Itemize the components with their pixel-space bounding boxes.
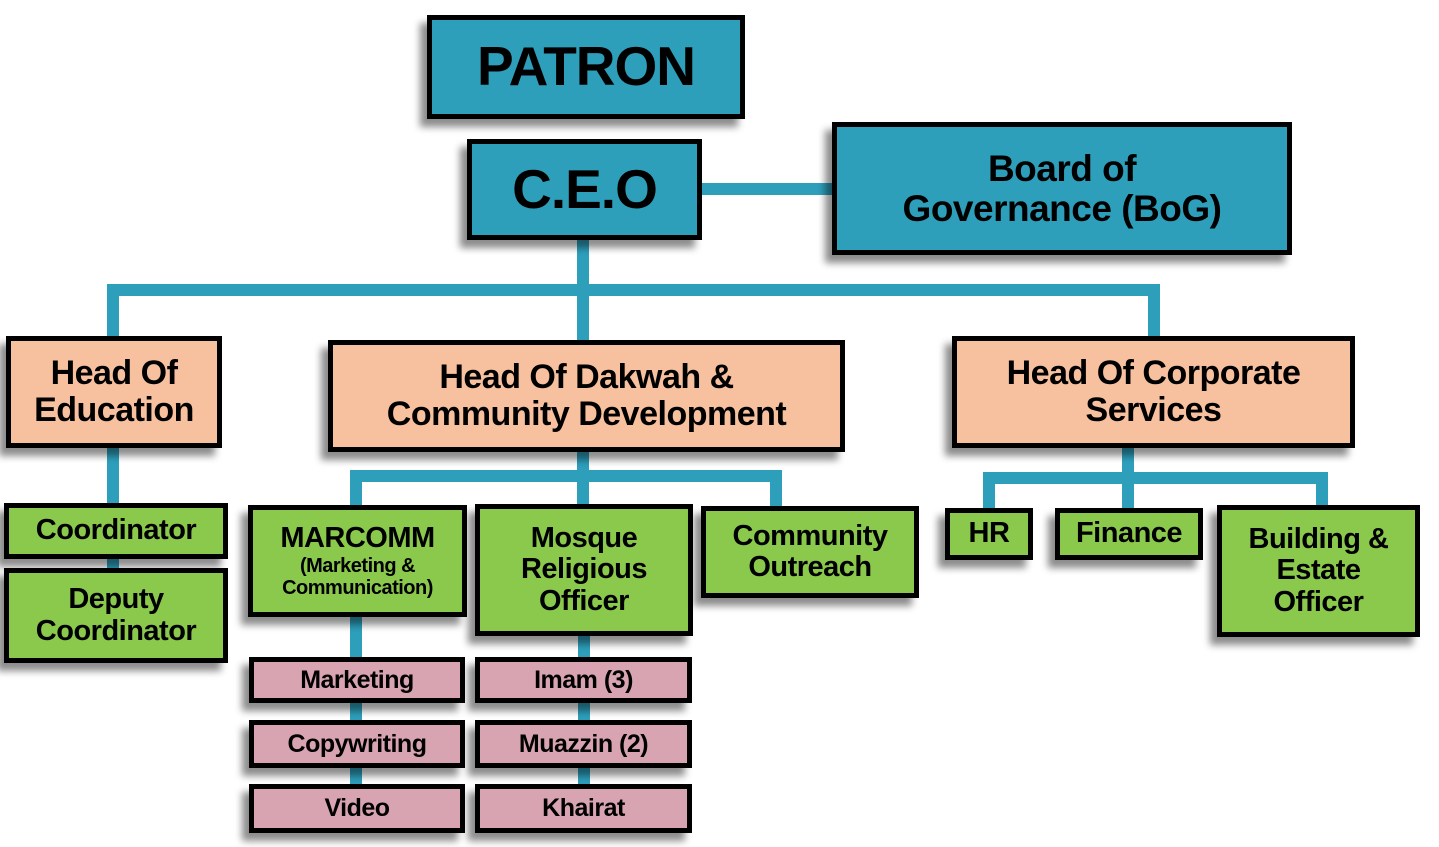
- connector-coordinator-deputy: [107, 555, 119, 572]
- node-ceo: C.E.O: [467, 139, 702, 240]
- connector-mosque-imam: [578, 633, 590, 661]
- node-deputy-coordinator: Deputy Coordinator: [4, 568, 228, 663]
- connector-building-drop: [1316, 478, 1328, 509]
- connector-main-horizontal: [107, 284, 1160, 296]
- node-community-outreach: Community Outreach: [701, 506, 919, 598]
- node-imam: Imam (3): [475, 657, 692, 703]
- node-coordinator: Coordinator: [4, 503, 228, 559]
- node-head-of-education: Head Of Education: [6, 336, 222, 448]
- node-finance: Finance: [1055, 508, 1203, 560]
- connector-marcomm-marketing: [350, 614, 362, 661]
- connector-education-coordinator: [107, 445, 119, 507]
- marcomm-title: MARCOMM: [280, 522, 435, 555]
- connector-ceo-drop: [577, 235, 589, 290]
- connector-dakwah-drop: [577, 290, 589, 344]
- node-board-of-governance: Board of Governance (BoG): [832, 122, 1292, 255]
- connector-muazzin-khairat: [578, 765, 590, 788]
- node-muazzin: Muazzin (2): [475, 720, 692, 768]
- node-mosque-religious-officer: Mosque Religious Officer: [475, 504, 693, 636]
- connector-ceo-bog: [700, 183, 834, 195]
- connector-marcomm-drop: [350, 476, 362, 509]
- connector-hr-drop: [983, 478, 995, 512]
- node-marketing: Marketing: [249, 657, 465, 703]
- node-building-estate-officer: Building & Estate Officer: [1217, 505, 1420, 637]
- connector-corporate-sub-horizontal: [983, 472, 1328, 484]
- connector-corporate-drop: [1148, 290, 1160, 340]
- connector-marketing-copywriting: [350, 700, 362, 724]
- marcomm-subtitle: (Marketing & Communication): [282, 554, 433, 599]
- node-hr: HR: [945, 508, 1033, 560]
- node-head-of-dakwah-community-development: Head Of Dakwah & Community Development: [328, 340, 845, 452]
- node-khairat: Khairat: [475, 784, 692, 833]
- connector-education-drop: [107, 290, 119, 340]
- connector-copywriting-video: [350, 765, 362, 788]
- connector-imam-muazzin: [578, 700, 590, 724]
- node-patron: PATRON: [427, 15, 745, 119]
- connector-outreach-drop: [770, 476, 782, 510]
- connector-dakwah-sub-horizontal: [350, 470, 782, 482]
- node-video: Video: [249, 784, 465, 833]
- node-head-of-corporate-services: Head Of Corporate Services: [952, 336, 1355, 448]
- node-copywriting: Copywriting: [249, 720, 465, 768]
- node-marcomm: MARCOMM (Marketing & Communication): [248, 505, 467, 617]
